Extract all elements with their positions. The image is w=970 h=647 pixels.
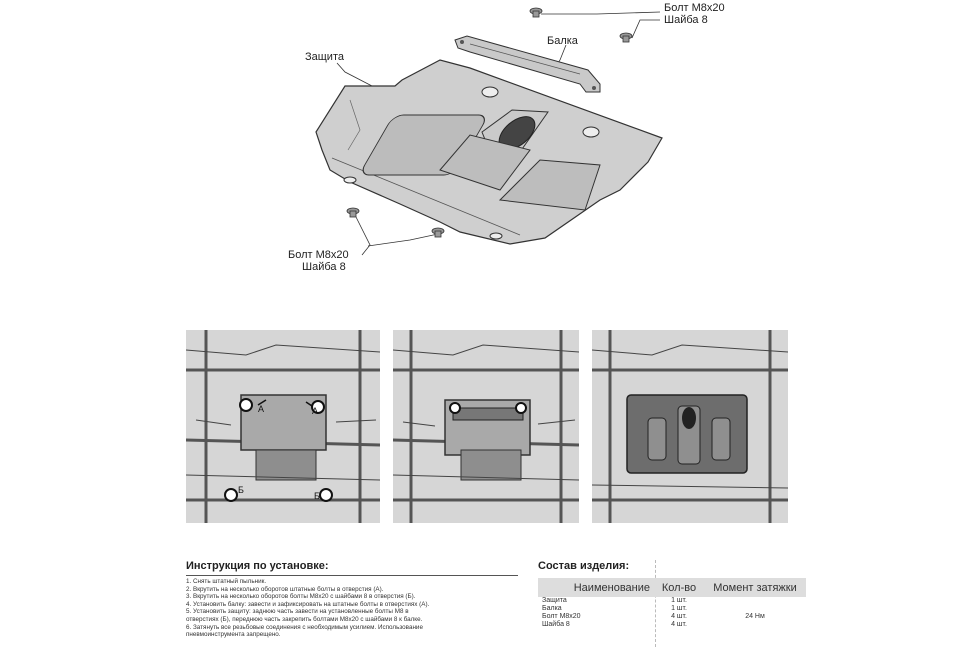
protection-plate (315, 59, 663, 245)
label-washer-top: Шайба 8 (664, 14, 708, 26)
installation-photo-1: А А Б Б (186, 330, 380, 523)
row-name: Защита (542, 597, 567, 604)
exploded-diagram (315, 7, 663, 256)
label-protection: Защита (305, 51, 344, 63)
instruction-step: отверстиях (Б), переднюю часть закрепить… (186, 615, 423, 623)
row-qty: 4 шт. (671, 613, 687, 620)
instruction-step: 2. Вкрутить на несколько оборотов штатны… (186, 585, 384, 593)
row-torque (704, 597, 806, 605)
instructions-list: 1. Снять штатный пыльник. 2. Вкрутить на… (186, 578, 516, 639)
instruction-step: 1. Снять штатный пыльник. (186, 578, 267, 585)
row-name: Шайба 8 (542, 621, 570, 628)
label-washer-bottom: Шайба 8 (302, 261, 346, 273)
row-qty: 1 шт. (671, 605, 687, 612)
row-name: Болт М8х20 (542, 613, 581, 620)
header-qty: Кол-во (654, 578, 704, 597)
instruction-step: 5. Установить защиту: заднюю часть завес… (186, 608, 409, 616)
marker-a-left: А (258, 404, 264, 414)
instruction-step: пневмоинструмента запрещено. (186, 631, 281, 639)
label-bolt-bottom: Болт М8х20 (288, 249, 349, 261)
table-row: Защита 1 шт. (538, 597, 806, 605)
instructions-title: Инструкция по установке: (186, 560, 329, 572)
composition-title: Состав изделия: (538, 560, 630, 572)
marker-a-right: А (312, 406, 318, 416)
row-torque: 24 Нм (745, 613, 765, 620)
table-row: Балка 1 шт. (538, 605, 806, 613)
row-name: Балка (542, 605, 562, 612)
instruction-step: 6. Затянуть все резьбовые соединения с н… (186, 623, 423, 631)
row-qty: 1 шт. (671, 597, 687, 604)
beam-part (454, 35, 601, 93)
table-header-row: Наименование Кол-во Момент затяжки (538, 578, 806, 597)
header-name: Наименование (538, 578, 654, 597)
column-divider (655, 560, 656, 647)
row-qty: 4 шт. (671, 621, 687, 628)
instruction-step: 3. Вкрутить на несколько оборотов болты … (186, 593, 416, 601)
instructions-rule (186, 575, 518, 576)
marker-b-right: Б (314, 491, 320, 501)
row-torque (704, 621, 806, 629)
table-row: Шайба 8 4 шт. (538, 621, 806, 629)
bolt-icon (346, 7, 633, 238)
header-torque: Момент затяжки (704, 578, 806, 597)
installation-photo-2 (393, 330, 579, 523)
table-row: Болт М8х20 4 шт. 24 Нм (538, 613, 806, 621)
marker-b-left: Б (238, 485, 244, 495)
instruction-step: 4. Установить балку: завести и зафиксиро… (186, 600, 430, 608)
composition-table: Наименование Кол-во Момент затяжки Защит… (538, 578, 806, 629)
row-torque (704, 605, 806, 613)
label-bolt-top: Болт М8х20 (664, 2, 725, 14)
label-beam: Балка (547, 35, 578, 47)
installation-photo-3 (592, 330, 788, 523)
